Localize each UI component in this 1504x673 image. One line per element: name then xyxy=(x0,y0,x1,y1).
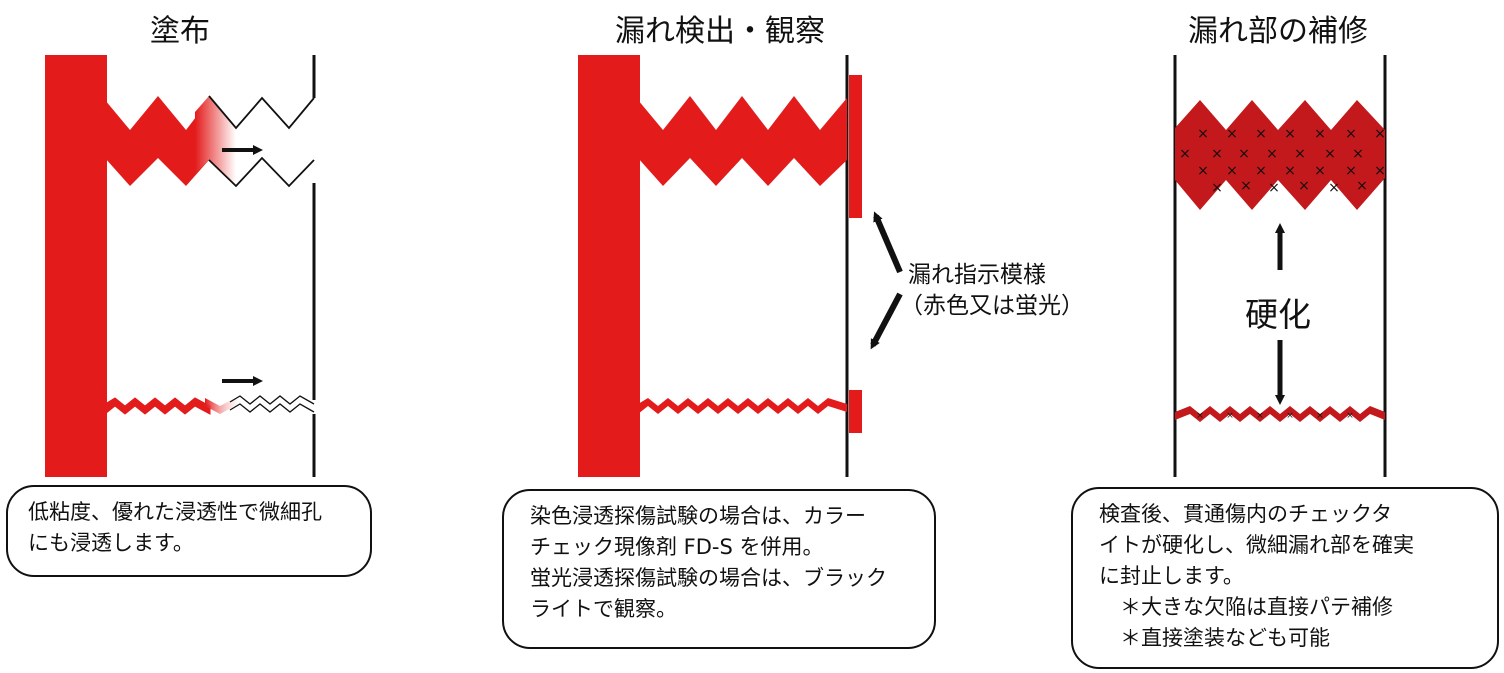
svg-text:×: × xyxy=(1255,126,1267,142)
svg-text:×: × xyxy=(1226,126,1238,142)
svg-text:×: × xyxy=(1266,146,1278,162)
svg-text:×: × xyxy=(1314,126,1326,142)
penetration-gradient xyxy=(195,96,236,186)
crack-filled xyxy=(105,96,209,186)
svg-text:×: × xyxy=(1226,163,1238,179)
svg-text:×: × xyxy=(1324,146,1336,162)
crack-outline xyxy=(208,95,315,130)
svg-text:×: × xyxy=(1196,411,1204,421)
svg-text:×: × xyxy=(1346,411,1354,421)
svg-text:×: × xyxy=(1294,146,1306,162)
callout-line: ライトで観察。 xyxy=(530,597,677,621)
leak-indicator-top xyxy=(849,75,862,218)
cured-small-crack xyxy=(1175,406,1385,422)
callout-line: 染色浸透探傷試験の場合は、カラー xyxy=(530,504,866,528)
svg-text:×: × xyxy=(1316,411,1324,421)
small-crack-filled xyxy=(104,397,211,416)
callout-detect: 染色浸透探傷試験の場合は、カラー チェック現像剤 FD-S を併用。 蛍光浸透探… xyxy=(502,489,936,649)
panel-detect-figure xyxy=(578,55,903,477)
svg-text:×: × xyxy=(1268,180,1280,196)
sealant-layer xyxy=(45,55,107,477)
cured-marks: ××××××× ××××××× ××××××× ×××××× xyxy=(1179,126,1386,196)
cure-label: 硬化 xyxy=(1245,295,1311,334)
svg-text:×: × xyxy=(1240,178,1252,194)
leak-indicator-bottom xyxy=(849,390,862,433)
svg-text:×: × xyxy=(1284,126,1296,142)
small-crack-outline xyxy=(229,395,315,405)
svg-text:×: × xyxy=(1179,146,1191,162)
svg-text:×: × xyxy=(1226,411,1234,421)
callout-line: 低粘度、優れた浸透性で微細孔 xyxy=(28,500,322,524)
svg-text:×: × xyxy=(1374,126,1386,142)
sealant-layer-2 xyxy=(578,55,640,477)
svg-text:×: × xyxy=(1284,163,1296,179)
svg-text:×: × xyxy=(1197,126,1209,142)
svg-text:×: × xyxy=(1298,178,1310,194)
indicator-label-line: （赤色又は蛍光） xyxy=(900,293,1084,319)
small-crack-filled-2 xyxy=(638,398,847,414)
callout-line: イトが硬化し、微細漏れ部を確実 xyxy=(1099,533,1414,557)
crack-filled-2 xyxy=(638,96,847,186)
svg-text:×: × xyxy=(1345,126,1357,142)
svg-text:×: × xyxy=(1328,180,1340,196)
callout-line: 蛍光浸透探傷試験の場合は、ブラック xyxy=(530,566,887,590)
svg-text:×: × xyxy=(1345,163,1357,179)
indicator-arrow-up xyxy=(873,211,903,274)
panel-detect-title: 漏れ検出・観察 xyxy=(615,14,825,49)
panel-apply-title: 塗布 xyxy=(150,14,210,49)
svg-text:×: × xyxy=(1211,180,1223,196)
svg-text:×: × xyxy=(1286,411,1294,421)
svg-text:×: × xyxy=(1314,163,1326,179)
svg-text:×: × xyxy=(1197,163,1209,179)
svg-text:×: × xyxy=(1356,178,1368,194)
callout-line: ＊直接塗装なども可能 xyxy=(1099,626,1330,650)
svg-text:×: × xyxy=(1211,146,1223,162)
callout-line: にも浸透します。 xyxy=(28,531,194,555)
indicator-label-line: 漏れ指示模様 xyxy=(908,262,1046,288)
callout-line: チェック現像剤 FD-S を併用。 xyxy=(530,535,824,559)
indicator-arrow-down xyxy=(870,292,903,350)
callout-apply: 低粘度、優れた浸透性で微細孔 にも浸透します。 xyxy=(6,485,372,577)
callout-line: に封止します。 xyxy=(1099,564,1244,588)
panel-apply-figure xyxy=(45,55,316,477)
svg-text:×: × xyxy=(1374,163,1386,179)
svg-text:×: × xyxy=(1352,146,1364,162)
svg-text:×: × xyxy=(1256,411,1264,421)
indicator-label: 漏れ指示模様 （赤色又は蛍光） xyxy=(900,260,1084,322)
callout-line: ＊大きな欠陥は直接パテ補修 xyxy=(1099,595,1393,619)
callout-repair: 検査後、貫通傷内のチェックタ イトが硬化し、微細漏れ部を確実 に封止します。 ＊… xyxy=(1071,487,1499,669)
callout-line: 検査後、貫通傷内のチェックタ xyxy=(1099,502,1393,526)
svg-text:×: × xyxy=(1238,146,1250,162)
svg-text:×: × xyxy=(1255,163,1267,179)
panel-repair-figure: ××××××× ××××××× ××××××× ×××××× ×××××× xyxy=(1173,55,1387,477)
cured-crack xyxy=(1175,100,1385,210)
panel-repair-title: 漏れ部の補修 xyxy=(1188,14,1368,49)
